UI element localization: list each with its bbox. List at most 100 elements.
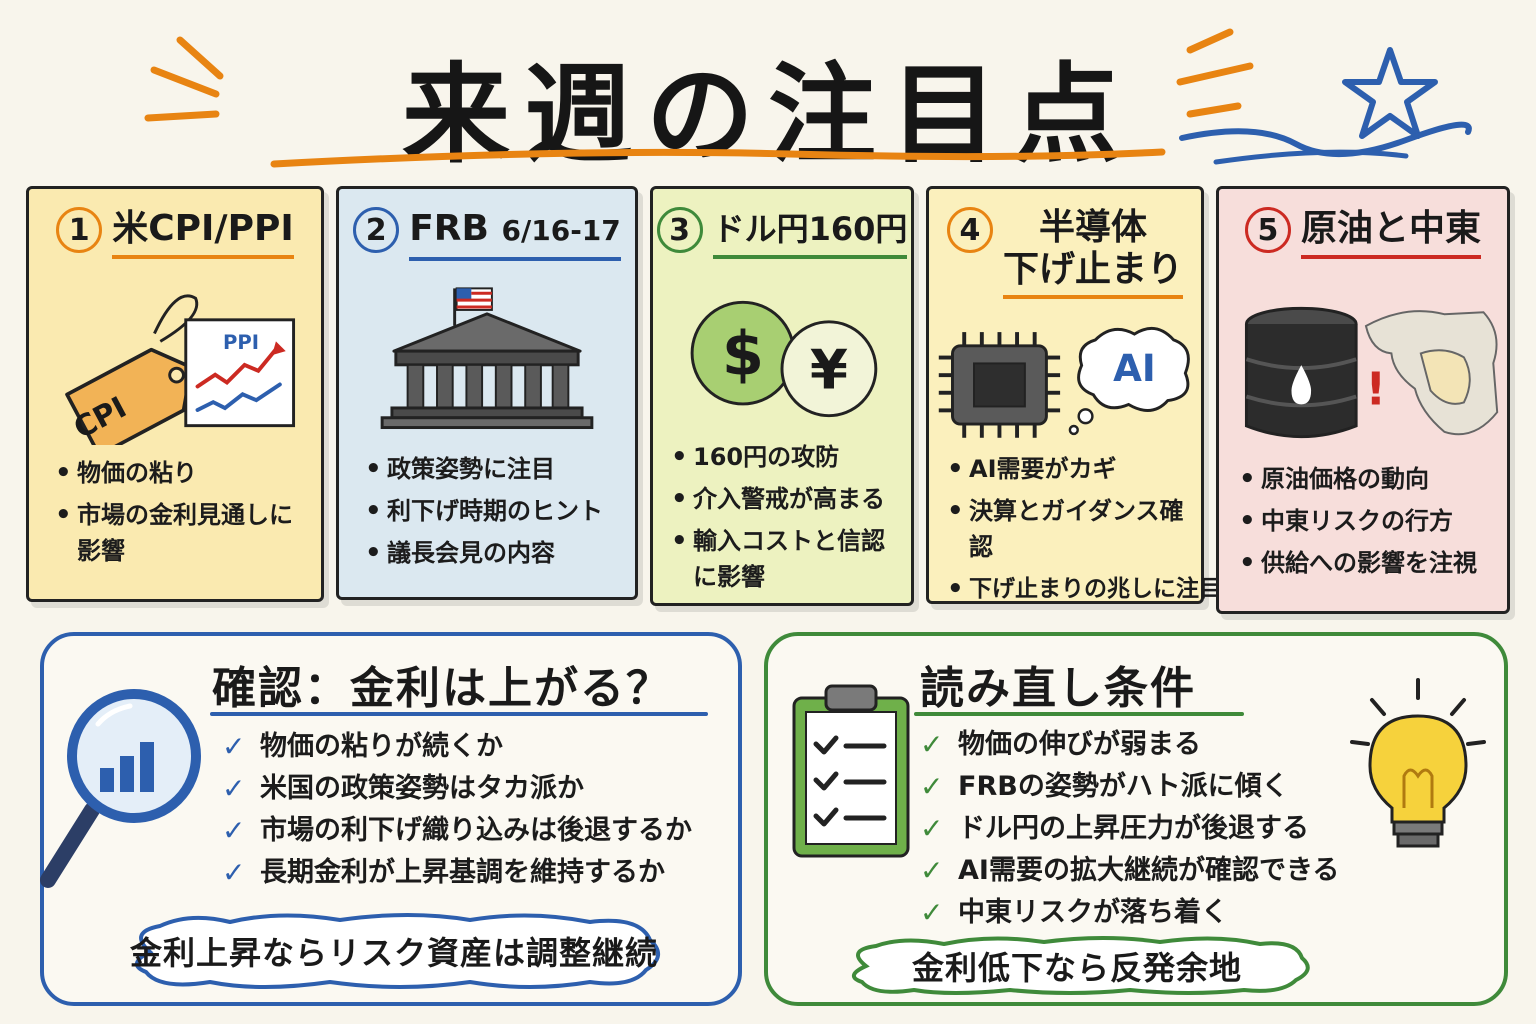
ai-bubble-label: AI xyxy=(1113,346,1156,390)
list-item: 原油価格の動向 xyxy=(1235,461,1495,497)
list-item: 政策姿勢に注目 xyxy=(361,451,623,487)
check-text: FRBの姿勢がハト派に傾く xyxy=(958,771,1289,802)
dollar-coin-symbol: $ xyxy=(722,320,764,390)
check-icon: ✓ xyxy=(222,772,246,805)
card-semiconductor: 4 半導体 下げ止まり AI AI需要がカギ 決算とガイダンス確認 下げ止まりの… xyxy=(926,186,1222,607)
list-item: 市場の金利見通しに影響 xyxy=(51,497,309,569)
list-item: ✓ AI需要の拡大継続が確認できる xyxy=(920,850,1339,892)
card-title: 原油と中東 xyxy=(1300,207,1481,259)
check-list: ✓ 物価の伸びが弱まる ✓ FRBの姿勢がハト派に傾く ✓ ドル円の上昇圧力が後退する… xyxy=(920,724,1339,934)
card-title-date: 6/16-17 xyxy=(501,214,621,247)
swoosh-icon xyxy=(1179,121,1472,165)
card-frb: 2 FRB 6/16-17 政策姿勢に注目 利下げ時期のヒント 議長会見の xyxy=(336,186,638,600)
check-text: 物価の粘りが続くか xyxy=(260,731,503,762)
list-item: ✓ 市場の利下げ織り込みは後退するか xyxy=(222,810,692,852)
magnifier-chart-icon xyxy=(40,689,201,888)
check-icon: ✓ xyxy=(920,812,944,845)
list-item: ✓ FRBの姿勢がハト派に傾く xyxy=(920,766,1339,808)
check-text: AI需要の拡大継続が確認できる xyxy=(958,855,1340,886)
bank-building-icon xyxy=(380,287,594,430)
list-item: 介入警戒が高まる xyxy=(667,481,899,517)
list-item: ✓ 物価の粘りが続くか xyxy=(222,726,692,768)
panel-title-underline xyxy=(210,712,708,716)
card-title: 半導体 下げ止まり xyxy=(1002,207,1183,299)
check-icon: ✓ xyxy=(222,856,246,889)
card-header: 4 半導体 下げ止まり xyxy=(929,207,1201,299)
currency-coins-illustration: $ ¥ xyxy=(690,300,878,418)
panel-review-conditions: 読み直し条件 ✓ 物価の伸びが弱まる ✓ FRBの姿勢がハト派に傾く ✓ ドル円の上昇… xyxy=(764,632,1508,1006)
price-tag-and-chart-illustration: CPI PPI xyxy=(65,294,296,445)
card-number-badge: 2 xyxy=(353,207,400,253)
conclusion-text: 金利低下なら反発余地 xyxy=(911,949,1242,987)
check-text: 市場の利下げ織り込みは後退するか xyxy=(260,815,692,846)
spark-lines-left-icon xyxy=(144,36,224,122)
list-item: 160円の攻防 xyxy=(667,439,899,475)
check-icon: ✓ xyxy=(920,728,944,761)
card-bullet-list: 政策姿勢に注目 利下げ時期のヒント 議長会見の内容 xyxy=(361,451,623,577)
card-header: 3 ドル円160円 xyxy=(653,207,911,259)
star-icon xyxy=(1342,47,1438,139)
check-text: 物価の伸びが弱まる xyxy=(958,729,1201,760)
list-item: ✓ 米国の政策姿勢はタカ派か xyxy=(222,768,692,810)
card-usd-jpy: 3 ドル円160円 $ ¥ 160円の攻防 介入警戒が高まる 輸入コストと信認に… xyxy=(650,186,914,606)
card-title-main: FRB xyxy=(409,208,489,249)
check-text: 中東リスクが落ち着く xyxy=(958,897,1228,928)
panel-title: 読み直し条件 xyxy=(920,663,1196,714)
check-icon: ✓ xyxy=(222,814,246,847)
lightbulb-icon xyxy=(1350,678,1486,848)
list-item: ✓ 中東リスクが落ち着く xyxy=(920,892,1339,934)
card-bullet-list: 160円の攻防 介入警戒が高まる 輸入コストと信認に影響 xyxy=(667,439,899,601)
card-bullet-list: AI需要がカギ 決算とガイダンス確認 下げ止まりの兆しに注目 xyxy=(943,451,1222,613)
oil-barrel-and-map-illustration: ! xyxy=(1244,306,1499,439)
cloud-shape xyxy=(135,913,660,989)
list-item: ✓ 物価の伸びが弱まる xyxy=(920,724,1339,766)
alert-mark: ! xyxy=(1365,362,1386,415)
check-icon: ✓ xyxy=(222,730,246,763)
check-text: 米国の政策姿勢はタカ派か xyxy=(260,773,584,804)
card-title-line-1: 半導体 xyxy=(1038,207,1147,248)
panel-title-underline xyxy=(914,712,1244,716)
panel-title: 確認：金利は上がる？ xyxy=(212,663,672,714)
list-item: AI需要がカギ xyxy=(943,451,1189,487)
list-item: 議長会見の内容 xyxy=(361,535,623,571)
card-header: 1 米CPI/PPI xyxy=(29,207,321,259)
card-header: 5 原油と中東 xyxy=(1219,207,1507,259)
conclusion-text: 金利上昇ならリスク資産は調整継続 xyxy=(129,934,658,972)
card-bullet-list: 原油価格の動向 中東リスクの行方 供給への影響を注視 xyxy=(1235,461,1495,587)
list-item: 決算とガイダンス確認 xyxy=(943,493,1189,565)
check-list: ✓ 物価の粘りが続くか ✓ 米国の政策姿勢はタカ派か ✓ 市場の利下げ織り込みは後退す… xyxy=(222,726,692,894)
title-underline xyxy=(270,148,1166,168)
card-number-badge: 4 xyxy=(946,207,993,253)
card-title: 米CPI/PPI xyxy=(112,207,294,259)
list-item: 中東リスクの行方 xyxy=(1235,503,1495,539)
conclusion-cloud: 金利上昇ならリスク資産は調整継続 xyxy=(120,912,668,990)
card-cpi-ppi: 1 米CPI/PPI CPI PPI 物価の粘り 市場の金利見通しに影響 xyxy=(26,186,324,602)
list-item: ✓ 長期金利が上昇基調を維持するか xyxy=(222,852,692,894)
list-item: ✓ ドル円の上昇圧力が後退する xyxy=(920,808,1339,850)
ppi-chart-label: PPI xyxy=(223,331,259,354)
chip-and-ai-bubble-illustration: AI xyxy=(938,326,1190,438)
card-title-line-2: 下げ止まり xyxy=(1002,249,1183,290)
check-icon: ✓ xyxy=(920,854,944,887)
check-icon: ✓ xyxy=(920,770,944,803)
cloud-shape xyxy=(852,936,1310,995)
list-item: 供給への影響を注視 xyxy=(1235,545,1495,581)
card-bullet-list: 物価の粘り 市場の金利見通しに影響 xyxy=(51,455,309,575)
yen-coin-symbol: ¥ xyxy=(810,337,848,401)
conclusion-cloud: 金利低下なら反発余地 xyxy=(840,936,1314,996)
list-item: 下げ止まりの兆しに注目 xyxy=(943,571,1222,607)
card-crude-oil-middle-east: 5 原油と中東 ! 原油価格の動向 中東リスクの行方 供給への影響を注視 xyxy=(1216,186,1510,614)
panel-rate-check: 確認：金利は上がる？ ✓ 物価の粘りが続くか ✓ 米国の政策姿勢はタカ派か ✓ 市場の… xyxy=(40,632,742,1006)
card-title: FRB 6/16-17 xyxy=(409,207,621,261)
clipboard-checklist-icon xyxy=(792,684,910,858)
card-header: 2 FRB 6/16-17 xyxy=(339,207,635,261)
check-text: ドル円の上昇圧力が後退する xyxy=(958,813,1309,844)
card-number-badge: 1 xyxy=(56,207,103,253)
card-number-badge: 3 xyxy=(656,207,703,253)
list-item: 輸入コストと信認に影響 xyxy=(667,523,899,595)
card-number-badge: 5 xyxy=(1244,207,1291,253)
spark-lines-right-icon xyxy=(1176,28,1254,118)
check-icon: ✓ xyxy=(920,896,944,929)
check-text: 長期金利が上昇基調を維持するか xyxy=(260,857,665,888)
list-item: 物価の粘り xyxy=(51,455,309,491)
